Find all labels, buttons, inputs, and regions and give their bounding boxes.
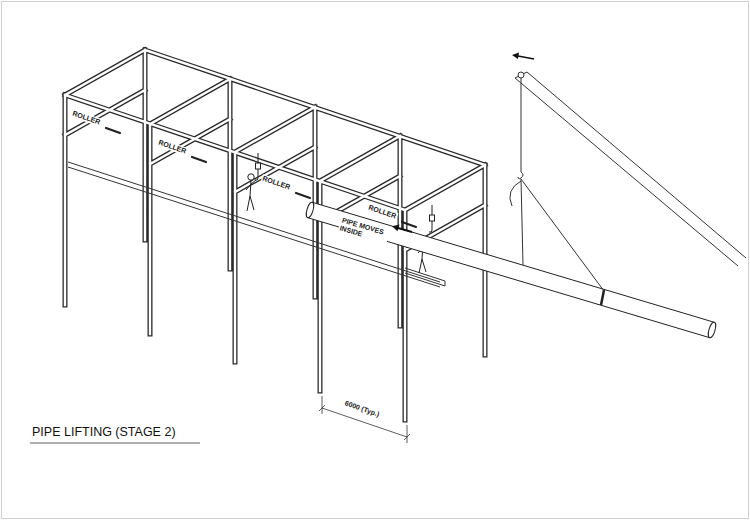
title-underline [30,443,200,444]
crane-arrowhead [512,53,519,60]
roller-symbols [106,128,416,227]
pipe [305,201,717,338]
move-arrow [398,228,412,232]
roller-label: ROLLER [260,174,292,191]
drawing-title: PIPE LIFTING (STAGE 2) [32,425,176,440]
dimension-text: 6000 (Typ.) [343,399,382,419]
crane-arrow [518,56,534,59]
crane [510,72,746,291]
dimension-line [319,396,410,443]
move-arrowhead [392,225,400,232]
walkway-lines [68,162,445,287]
